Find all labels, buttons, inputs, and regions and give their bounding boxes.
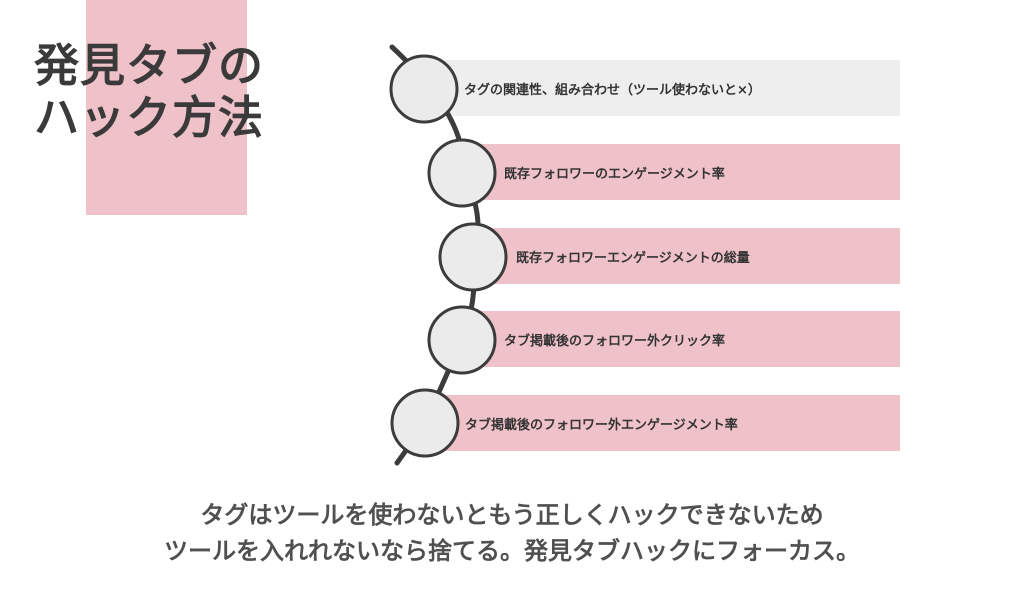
timeline-node-4 [427, 305, 497, 375]
conclusion-text: タグはツールを使わないともう正しくハックできないため ツールを入れれないなら捨て… [0, 497, 1024, 569]
factor-bar-1: タグの関連性、組み合わせ（ツール使わないと×） [420, 60, 900, 116]
factor-bar-3: 既存フォロワーエンゲージメントの総量 [475, 228, 900, 284]
factor-bar-2: 既存フォロワーのエンゲージメント率 [462, 144, 900, 200]
conclusion-line-2: ツールを入れれないなら捨てる。発見タブハックにフォーカス。 [164, 537, 860, 565]
timeline-node-5 [390, 388, 460, 458]
timeline-node-3 [438, 222, 508, 292]
page-title: 発見タブの ハック方法 [34, 40, 264, 144]
factor-bar-4: タブ掲載後のフォロワー外クリック率 [462, 311, 900, 367]
conclusion-line-1: タグはツールを使わないともう正しくハックできないため [200, 501, 824, 529]
factor-bar-5: タブ掲載後のフォロワー外エンゲージメント率 [425, 395, 900, 451]
factor-label-1: タグの関連性、組み合わせ（ツール使わないと×） [464, 82, 761, 98]
factor-label-2: 既存フォロワーのエンゲージメント率 [504, 166, 725, 182]
title-accent-block [86, 0, 247, 215]
page-title-line-1: 発見タブの [34, 39, 265, 92]
factor-label-5: タブ掲載後のフォロワー外エンゲージメント率 [465, 417, 738, 433]
factor-label-3: 既存フォロワーエンゲージメントの総量 [516, 250, 750, 266]
timeline-node-1 [389, 54, 459, 124]
factor-label-4: タブ掲載後のフォロワー外クリック率 [504, 333, 726, 349]
page-title-line-2: ハック方法 [34, 91, 265, 144]
timeline-node-2 [427, 138, 497, 208]
